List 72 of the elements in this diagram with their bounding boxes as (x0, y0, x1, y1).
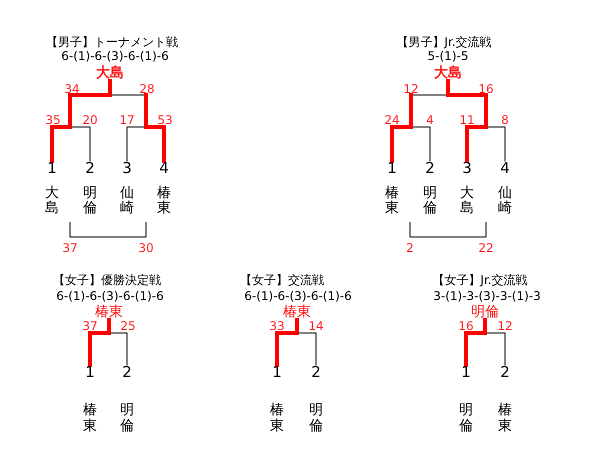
score-label: 28 (139, 82, 155, 96)
seed-number: 1 (46, 161, 58, 176)
winner-label: 大島 (96, 65, 124, 81)
team-name: 仙崎 (120, 186, 134, 216)
winner-label: 椿東 (283, 304, 311, 320)
score-label: 17 (119, 113, 135, 127)
team-name: 椿東 (270, 402, 284, 434)
score-label: 11 (459, 113, 475, 127)
score-label: 30 (138, 241, 154, 255)
team-name: 明倫 (120, 402, 134, 434)
team-name: 椿東 (83, 402, 97, 434)
team-name: 明倫 (309, 402, 323, 434)
bracket-heading: 6-(1)-6-(3)-6-(1)-6 (61, 49, 169, 63)
score-label: 2 (406, 241, 414, 255)
seed-number: 1 (386, 161, 398, 176)
seed-number: 2 (499, 365, 511, 380)
seed-number: 2 (310, 365, 322, 380)
winner-label: 椿東 (95, 304, 123, 320)
team-name: 明倫 (83, 186, 97, 216)
score-label: 12 (497, 319, 513, 333)
score-label: 24 (384, 113, 400, 127)
bracket-heading: 5-(1)-5 (428, 49, 468, 63)
seed-number: 1 (84, 365, 96, 380)
seed-number: 3 (461, 161, 473, 176)
bracket-connector (50, 79, 112, 163)
seed-number: 1 (460, 365, 472, 380)
score-label: 16 (458, 319, 474, 333)
seed-number: 4 (158, 161, 170, 176)
seed-number: 2 (424, 161, 436, 176)
bracket-heading: 3-(1)-3-(3)-3-(1)-3 (433, 289, 541, 303)
bracket-connector (390, 93, 413, 163)
team-name: 椿東 (157, 186, 171, 216)
seed-number: 2 (84, 161, 96, 176)
score-label: 16 (478, 82, 494, 96)
team-name: 仙崎 (498, 186, 512, 216)
seed-number: 1 (271, 365, 283, 380)
bracket-heading: 6-(1)-6-(3)-6-(1)-6 (56, 289, 164, 303)
bracket-connector (275, 318, 299, 367)
score-label: 53 (157, 113, 173, 127)
team-name: 明倫 (423, 186, 437, 216)
bracket-connector (88, 318, 111, 367)
bracket-heading: 【女子】Jr.交流戦 (432, 273, 528, 287)
bracket-heading: 【男子】Jr.交流戦 (396, 35, 492, 49)
score-label: 33 (269, 319, 285, 333)
score-label: 37 (82, 319, 98, 333)
team-name: 大島 (45, 186, 59, 216)
team-name: 大島 (460, 186, 474, 216)
score-label: 4 (426, 113, 434, 127)
team-name: 明倫 (459, 402, 473, 434)
seed-number: 4 (499, 161, 511, 176)
score-label: 20 (82, 113, 98, 127)
team-name: 椿東 (498, 402, 512, 434)
bracket-connector (446, 79, 488, 163)
score-label: 35 (45, 113, 61, 127)
score-label: 12 (403, 82, 419, 96)
bracket-heading: 【男子】トーナメント戦 (46, 35, 178, 49)
score-label: 37 (62, 241, 78, 255)
winner-label: 明倫 (471, 304, 499, 320)
score-label: 22 (478, 241, 494, 255)
seed-number: 3 (121, 161, 133, 176)
bracket-heading: 【女子】交流戦 (240, 273, 324, 287)
winner-label: 大島 (434, 65, 462, 81)
score-label: 14 (308, 319, 324, 333)
team-name: 椿東 (385, 186, 399, 216)
bracket-connector (144, 93, 166, 163)
bracket-heading: 6-(1)-6-(3)-6-(1)-6 (244, 289, 352, 303)
score-label: 8 (501, 113, 509, 127)
bracket-connector (464, 318, 487, 367)
score-label: 25 (120, 319, 136, 333)
score-label: 34 (64, 82, 80, 96)
bracket-heading: 【女子】優勝決定戦 (53, 273, 161, 287)
seed-number: 2 (121, 365, 133, 380)
